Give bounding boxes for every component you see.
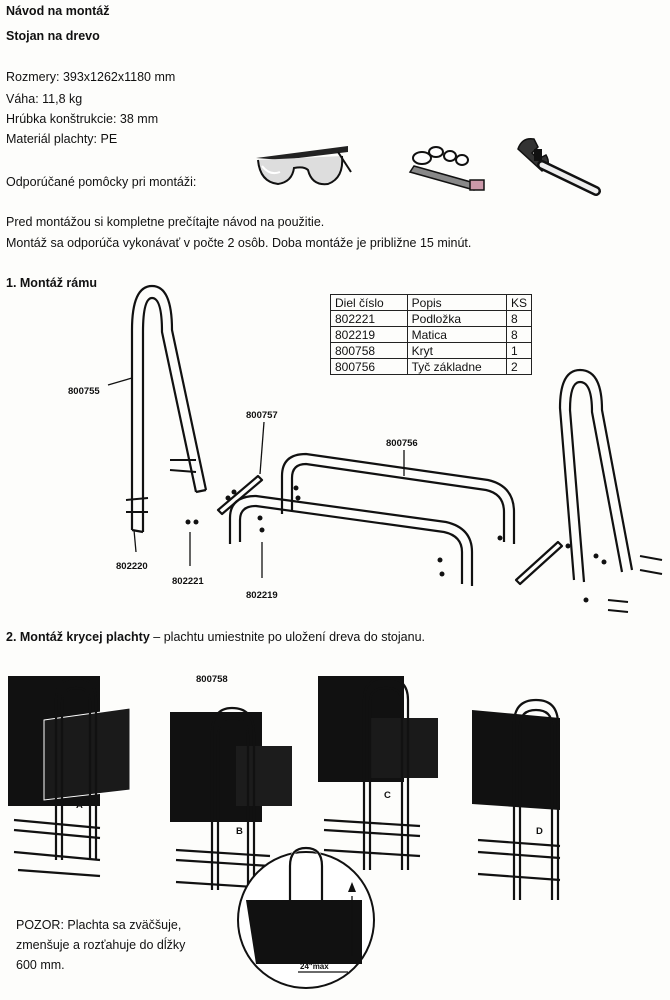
tools-label: Odporúčané pomôcky pri montáži: [6, 175, 197, 189]
step-c-drawing [318, 676, 438, 870]
spec-material: Materiál plachty: PE [6, 132, 118, 146]
cell-part-number: 800758 [330, 342, 408, 359]
label-washer-802221: 802221 [172, 576, 204, 587]
label-cover-bar-800757: 800757 [246, 410, 278, 421]
detail-dimension-label: 24"max [300, 962, 329, 971]
product-name: Stojan na drevo [6, 29, 100, 43]
label-bolt-802220: 802220 [116, 561, 148, 572]
step-label-a: A [76, 800, 83, 811]
section-1-title: 1. Montáž rámu [6, 276, 97, 290]
label-nut-802219: 802219 [246, 590, 278, 601]
cover-assembly-diagram [8, 676, 561, 989]
step-b-drawing [170, 706, 292, 890]
spec-weight: Váha: 11,8 kg [6, 92, 83, 106]
label-base-bar-800756: 800756 [386, 438, 418, 449]
parts-table-header: Diel číslo Popis KS [330, 294, 533, 311]
warning-note: POZOR: Plachta sa zväčšuje, zmenšuje a r… [16, 915, 185, 975]
step-label-c: C [384, 790, 391, 801]
step-label-b: B [236, 826, 243, 837]
adjustable-wrench-icon [517, 137, 601, 196]
document-title: Návod na montáž [6, 4, 110, 18]
step-d-drawing [472, 698, 561, 900]
step-a-drawing [8, 676, 131, 878]
section-2-instruction: – plachtu umiestnite po uložení dreva do… [149, 630, 425, 644]
warning-line-1: POZOR: Plachta sa zväčšuje, [16, 918, 182, 932]
detail-circle [237, 846, 375, 989]
safety-glasses-icon [256, 146, 352, 186]
cell-part-number: 800756 [330, 358, 408, 375]
cell-description: Matica [406, 326, 507, 343]
intro-line-1: Pred montážou si kompletne prečítajte ná… [6, 215, 325, 229]
col-header-description: Popis [406, 294, 507, 311]
label-frame-800755: 800755 [68, 386, 100, 397]
warning-line-2: zmenšuje a rozťahuje do dĺžky [16, 938, 186, 952]
section-2-title: 2. Montáž krycej plachty [6, 630, 150, 644]
frame-assembly-diagram [107, 284, 663, 613]
spec-thickness: Hrúbka konštrukcie: 38 mm [6, 112, 159, 126]
label-cover-800758: 800758 [196, 674, 228, 685]
cell-qty: 2 [505, 358, 533, 375]
section-2-heading: 2. Montáž krycej plachty – plachtu umies… [6, 630, 425, 645]
socket-wrench-set-icon [408, 146, 485, 191]
warning-line-3: 600 mm. [16, 958, 65, 972]
col-header-qty: KS [505, 294, 533, 311]
step-label-d: D [536, 826, 543, 837]
table-row: 800758 Kryt 1 [330, 342, 533, 359]
cell-qty: 8 [505, 310, 533, 327]
spec-dimensions: Rozmery: 393x1262x1180 mm [6, 70, 176, 84]
cell-description: Tyč základne [406, 358, 507, 375]
table-row: 802219 Matica 8 [330, 326, 533, 343]
parts-table: Diel číslo Popis KS 802221 Podložka 8 80… [330, 294, 533, 375]
table-row: 800756 Tyč základne 2 [330, 358, 533, 375]
cell-qty: 8 [505, 326, 533, 343]
intro-line-2: Montáž sa odporúča vykonávať v počte 2 o… [6, 236, 472, 250]
